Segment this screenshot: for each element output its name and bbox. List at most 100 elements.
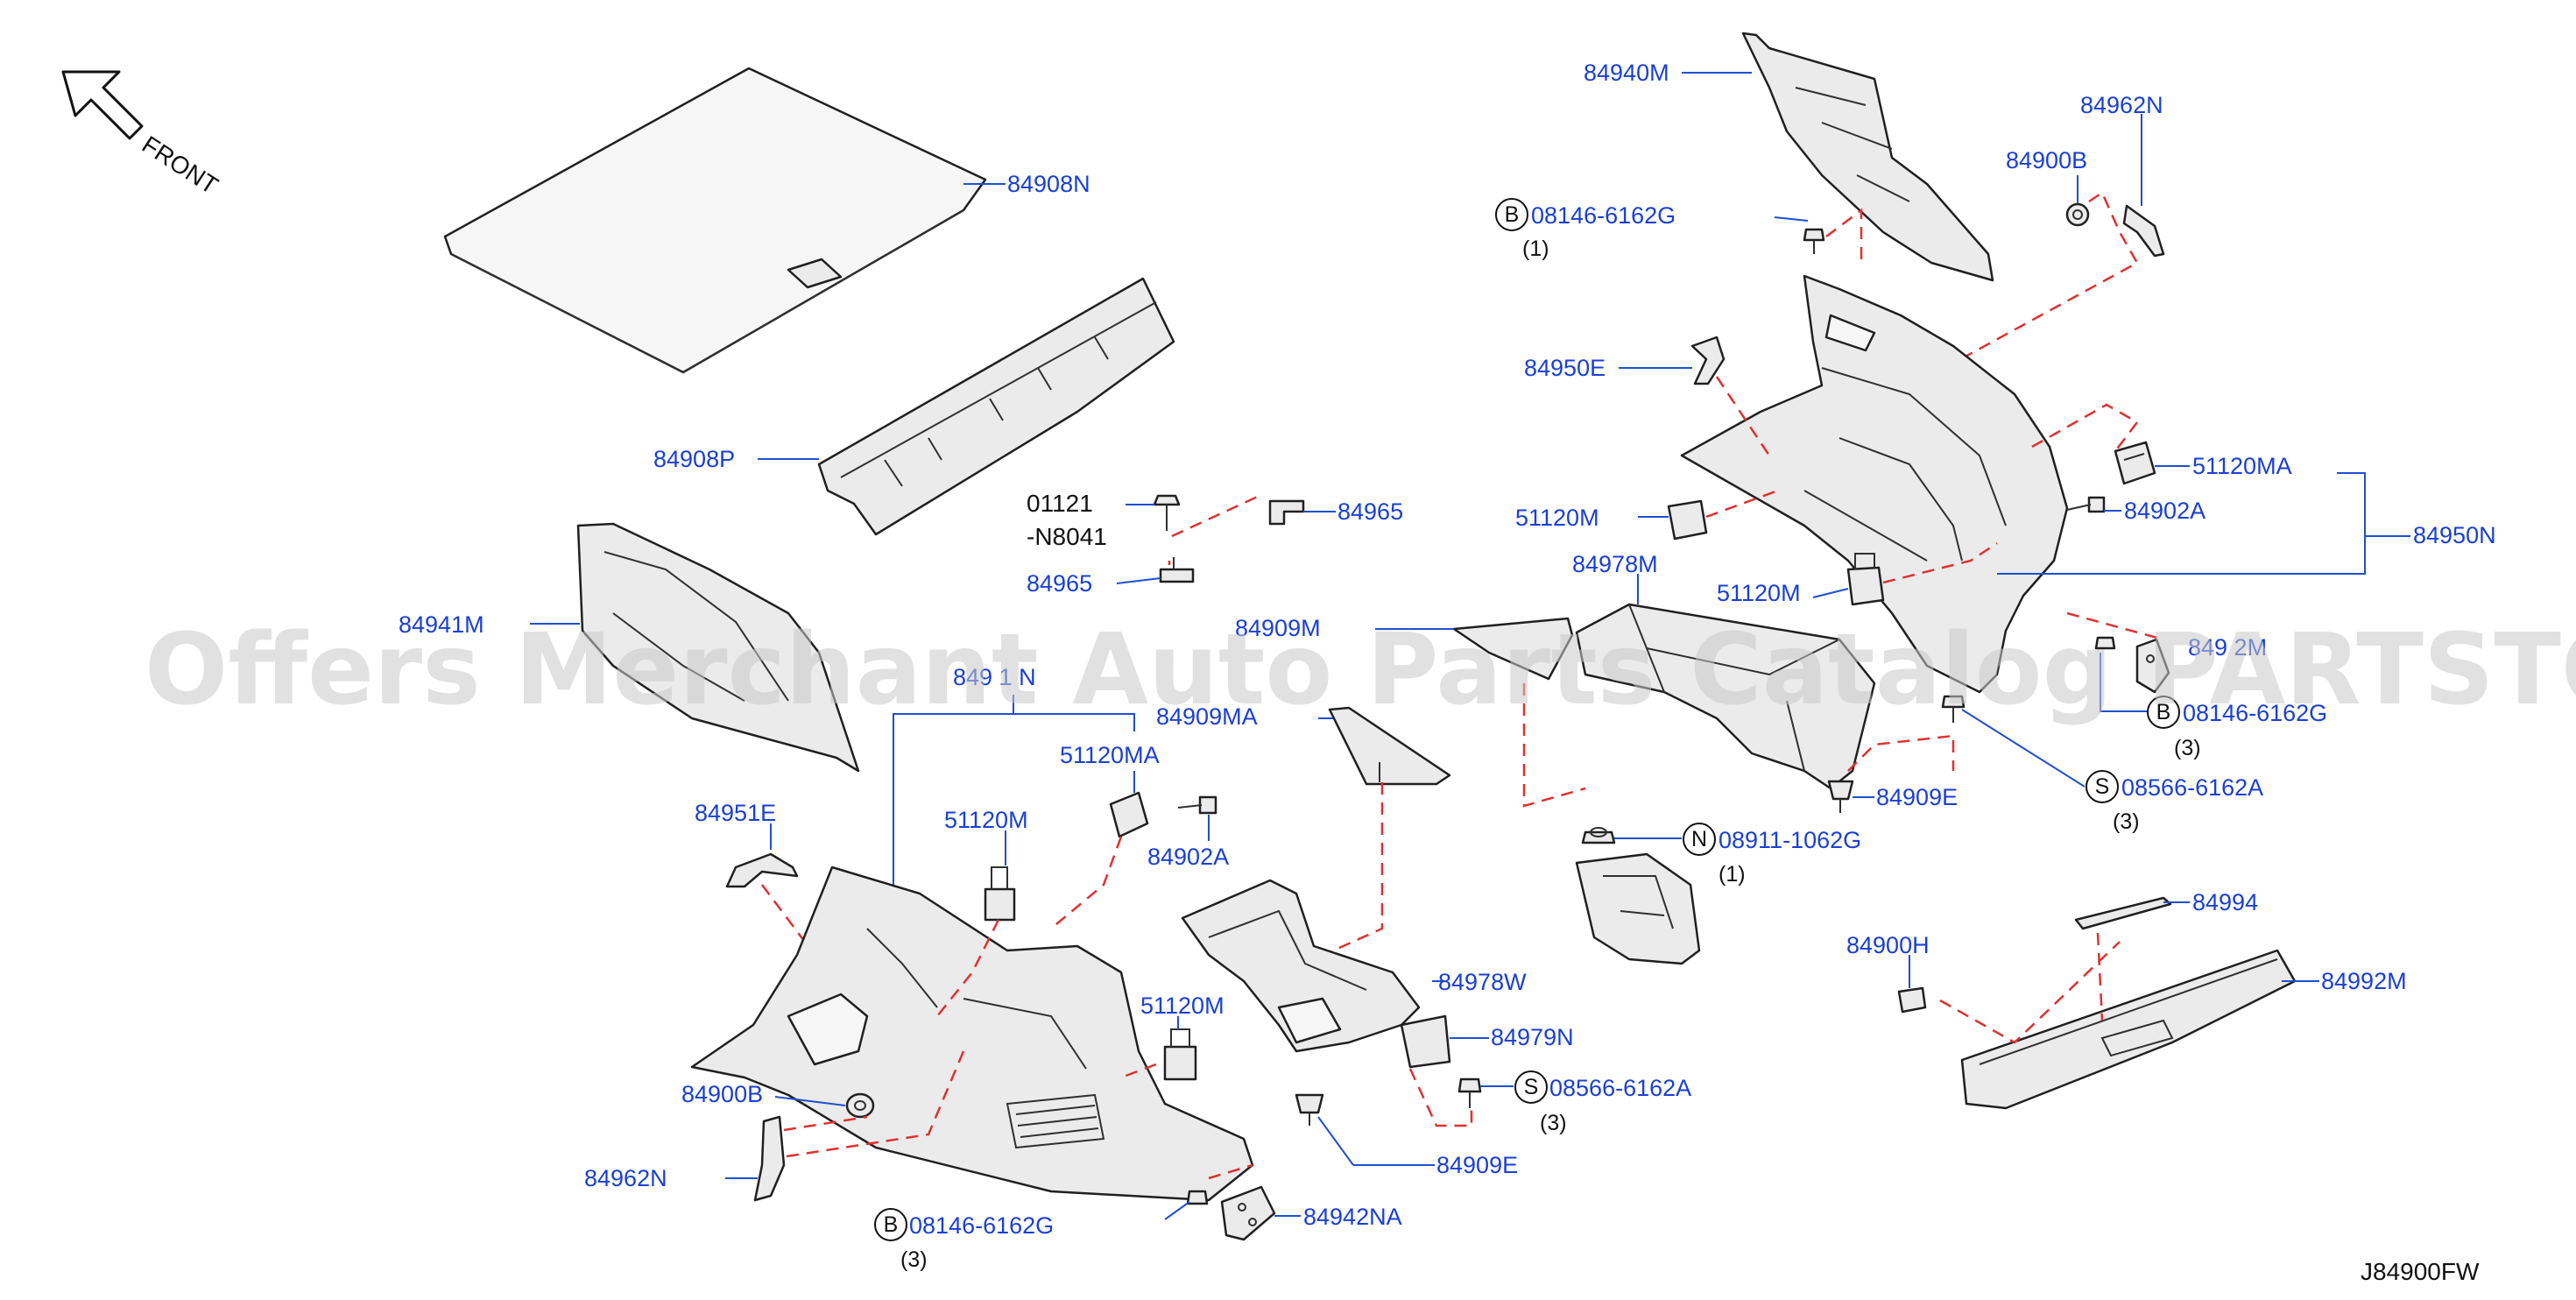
label-84940M: 84940M <box>1584 60 1669 86</box>
label-84908P: 84908P <box>653 446 735 472</box>
clip-84909E-right-icon <box>1827 780 1854 813</box>
bolt-01121-icon <box>1153 494 1181 531</box>
label-84942M-partial: 849 2M <box>2188 634 2267 661</box>
clip-51120M-left2-icon <box>1163 1028 1197 1081</box>
bracket-84962N-left-icon <box>753 1115 786 1202</box>
label-51120M-left: 51120M <box>944 807 1028 833</box>
label-84950E: 84950E <box>1524 355 1606 381</box>
label-84979N: 84979N <box>1491 1024 1574 1050</box>
upper-trim-84940M <box>1741 32 1994 282</box>
jack-holder-icon <box>1575 852 1701 965</box>
code-b-bottom: 08146-6162G <box>909 1212 1054 1239</box>
label-51120M-right: 51120M <box>1515 505 1599 531</box>
nut-08911-icon <box>1581 827 1616 844</box>
bolt-code-line1: 01121 <box>1027 490 1093 517</box>
label-84909E-bottom: 84909E <box>1436 1152 1518 1178</box>
qty-b-right: (3) <box>2174 736 2201 760</box>
clip-51120M-left-icon <box>984 866 1016 922</box>
label-84941M: 84941M <box>399 611 484 638</box>
screw-84902A-right-icon <box>2066 496 2106 513</box>
screw-08146-top-icon <box>1803 228 1825 254</box>
label-84910N-partial: 849 1 N <box>953 664 1036 690</box>
label-84900H: 84900H <box>1846 932 1930 958</box>
left-upper-trim-84941M <box>576 522 860 773</box>
cover-84909M <box>1452 617 1574 681</box>
clip-51120M-right2-icon <box>1846 553 1885 606</box>
qty-b-top: (1) <box>1522 237 1549 261</box>
cargo-cover-84908N <box>443 67 987 374</box>
clip-84900H-icon <box>1897 986 1927 1014</box>
label-51120M-left2: 51120M <box>1140 993 1224 1019</box>
tray-84978W <box>1181 879 1421 1053</box>
label-84900B-left: 84900B <box>681 1081 763 1107</box>
label-84950N: 84950N <box>2413 522 2496 548</box>
label-84951E: 84951E <box>695 800 776 826</box>
qty-n-mid: (1) <box>1719 862 1746 887</box>
qty-s-mid: (3) <box>1540 1111 1567 1135</box>
clip-51120MA-right-icon <box>2114 441 2156 485</box>
label-84902A-left: 84902A <box>1147 844 1229 870</box>
cover-84951E-icon <box>725 852 799 888</box>
scuff-plate-84992M <box>1960 949 2297 1110</box>
label-84994: 84994 <box>2192 889 2258 915</box>
code-s-mid: 08566-6162A <box>1549 1075 1691 1101</box>
screw-84942NA-icon <box>1186 1190 1209 1205</box>
bracket-84962N-right-icon <box>2122 204 2165 258</box>
cover-84909MA <box>1328 706 1451 786</box>
symbol-b-top: B <box>1505 202 1520 227</box>
qty-b-bottom: (3) <box>900 1247 928 1272</box>
label-84942NA: 84942NA <box>1303 1204 1402 1230</box>
clip-84965-right-icon <box>1268 499 1305 526</box>
clip-84965-left-icon <box>1159 557 1195 583</box>
front-label: FRONT <box>138 131 223 200</box>
nut-84900B-left-icon <box>845 1092 875 1119</box>
watermark-text: Offers Merchant Auto Parts Catalog PARTS… <box>145 613 2576 727</box>
label-84965-right: 84965 <box>1337 498 1403 525</box>
label-51120MA-left: 51120MA <box>1060 742 1160 768</box>
label-84965-left: 84965 <box>1027 570 1092 597</box>
nut-84900B-right-icon <box>2065 202 2090 227</box>
bracket-84942NA-icon <box>1220 1185 1276 1241</box>
diagram-code: J84900FW <box>2361 1258 2480 1285</box>
clip-51120MA-left-icon <box>1109 791 1149 838</box>
label-84962N-left: 84962N <box>584 1165 667 1191</box>
symbol-b-bottom: B <box>884 1212 899 1237</box>
cover-84950E-icon <box>1690 336 1726 385</box>
label-84900B-right: 84900B <box>2006 147 2087 173</box>
right-side-trim-84950N <box>1680 274 2069 694</box>
screw-84902A-left-icon <box>1177 795 1217 815</box>
screw-08146-right-icon <box>2094 636 2116 650</box>
qty-s-right: (3) <box>2113 809 2140 834</box>
clip-84909E-bottom-icon <box>1295 1093 1324 1126</box>
label-51120M-right2: 51120M <box>1717 580 1801 606</box>
symbol-b-right: B <box>2156 700 2171 724</box>
left-side-trim-849x1N <box>690 865 1254 1202</box>
label-84909M: 84909M <box>1235 615 1321 641</box>
symbol-n-mid: N <box>1691 827 1707 851</box>
label-84978M: 84978M <box>1572 551 1658 577</box>
code-n-mid: 08911-1062G <box>1719 827 1861 853</box>
screw-08566-right-icon <box>1941 695 1966 723</box>
bracket-8494x2M-icon <box>2135 638 2170 694</box>
bolt-code-line2: -N8041 <box>1027 523 1107 550</box>
label-84909E-right: 84909E <box>1876 784 1958 810</box>
label-84992M: 84992M <box>2321 968 2407 994</box>
symbol-s-right: S <box>2095 774 2110 799</box>
code-s-right: 08566-6162A <box>2121 774 2263 801</box>
screw-08566-mid-icon <box>1457 1077 1482 1108</box>
label-84908N: 84908N <box>1007 171 1090 197</box>
rear-finisher-84908P <box>817 277 1175 536</box>
cover-84979N <box>1400 1014 1451 1069</box>
label-84902A-right: 84902A <box>2124 498 2205 524</box>
code-b-top: 08146-6162G <box>1531 202 1676 229</box>
label-84909MA: 84909MA <box>1156 703 1258 730</box>
symbol-s-mid: S <box>1524 1075 1539 1099</box>
strip-84994-icon <box>2074 896 2172 930</box>
clip-51120M-right-icon <box>1667 499 1708 540</box>
label-84978W: 84978W <box>1438 969 1527 995</box>
label-51120MA-right: 51120MA <box>2192 453 2292 479</box>
front-arrow-icon <box>61 70 144 140</box>
code-b-right: 08146-6162G <box>2183 700 2327 726</box>
label-84962N-right: 84962N <box>2080 92 2163 118</box>
